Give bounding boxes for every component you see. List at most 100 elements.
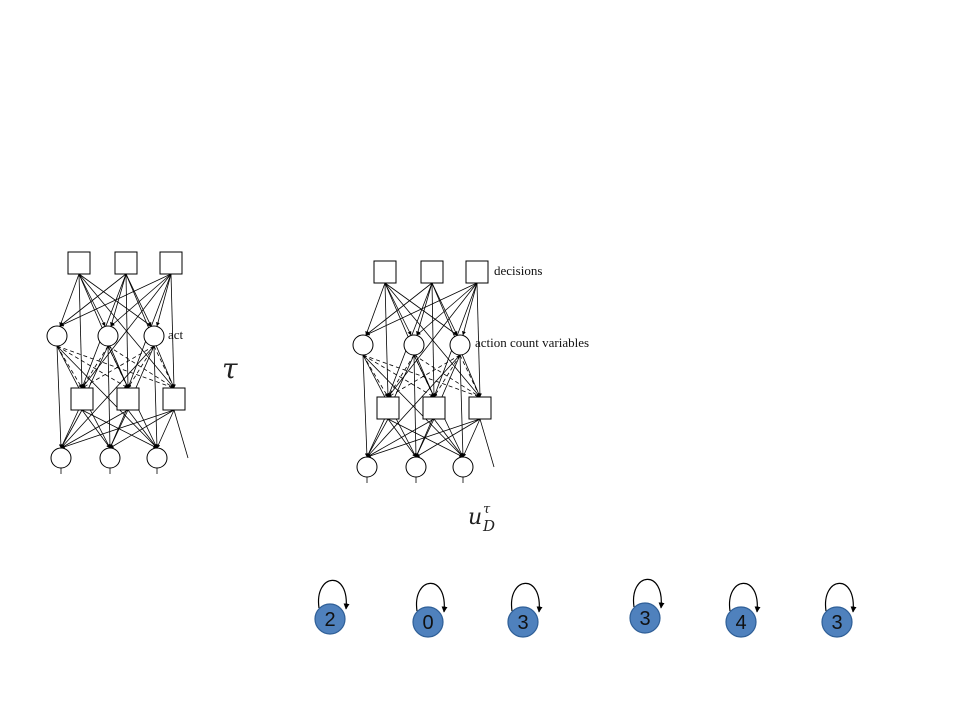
left-edge-low-bot	[60, 409, 175, 449]
right-bottom-circle	[356, 456, 378, 478]
right-edge-mid-low	[433, 354, 461, 398]
left-edge-low-bot	[109, 409, 175, 449]
counter-value: 3	[831, 612, 842, 634]
self-loop-arrow	[824, 582, 857, 613]
self-loop-arrow	[632, 578, 665, 609]
utility-subscript: D	[482, 517, 495, 535]
counter-value: 0	[422, 612, 433, 634]
left-network-nodes	[46, 251, 186, 469]
left-edge-mid-low	[127, 345, 155, 389]
counter-node: 2	[314, 579, 350, 635]
right-edge-low-bot	[462, 418, 481, 458]
right-edge-low-bot	[366, 418, 435, 458]
right-edge-tail	[479, 418, 495, 468]
right-action-circle	[449, 334, 471, 356]
counter-circle	[412, 606, 444, 638]
counter-circle	[507, 606, 539, 638]
label-act: act	[168, 327, 184, 342]
left-edge-mid-low	[107, 345, 175, 389]
right-edge-top-mid	[384, 282, 412, 336]
self-loop-arrow	[317, 579, 350, 610]
right-edge-top-mid	[365, 282, 478, 336]
right-decision-square	[373, 260, 397, 284]
right-edge-top-low	[476, 282, 482, 398]
label-decisions: decisions	[494, 263, 542, 278]
counter-circle	[725, 606, 757, 638]
left-edge-top-low	[81, 273, 172, 389]
left-network: act	[46, 251, 189, 474]
right-lower-square	[468, 396, 492, 420]
right-edge-low-bot	[387, 418, 464, 458]
left-action-circle	[97, 325, 119, 347]
counter-node: 0	[412, 582, 448, 638]
left-edge-low-bot	[60, 409, 129, 449]
counter-value: 4	[735, 612, 746, 634]
utility-superscript: τ	[483, 502, 491, 517]
right-edge-low-bot	[366, 418, 389, 458]
counter-circle	[821, 606, 853, 638]
right-edge-mid-low	[459, 354, 481, 398]
left-bottom-circle	[146, 447, 168, 469]
left-edge-top-mid	[110, 273, 172, 327]
left-edge-mid-low	[153, 345, 175, 389]
left-edge-mid-bot	[56, 345, 63, 449]
left-edge-top-mid	[125, 273, 152, 327]
left-edge-mid-bot	[153, 345, 159, 449]
left-edge-low-bot	[81, 409, 111, 449]
right-edge-low-bot	[415, 418, 481, 458]
left-edge-low-bot	[60, 409, 83, 449]
right-edge-mid-low	[413, 354, 481, 398]
counter-value: 3	[517, 612, 528, 634]
right-network: decisions action count variables	[352, 260, 589, 483]
left-edge-mid-low	[56, 345, 83, 389]
left-lower-square	[70, 387, 94, 411]
left-bottom-circle	[50, 447, 72, 469]
label-action-count-variables: action count variables	[475, 335, 589, 350]
left-decision-square	[159, 251, 183, 275]
right-edge-mid-bot	[366, 354, 461, 458]
self-loop-arrow	[728, 582, 761, 613]
left-edge-top-mid	[78, 273, 106, 327]
left-edge-top-mid	[59, 273, 80, 327]
right-action-circle	[352, 334, 374, 356]
left-edge-top-mid	[110, 273, 127, 327]
right-decision-square	[420, 260, 444, 284]
left-edge-top-mid	[59, 273, 172, 327]
left-action-circle	[143, 325, 165, 347]
left-edge-mid-bot	[107, 345, 112, 449]
right-edge-mid-bot	[413, 354, 418, 458]
left-edge-mid-bot	[60, 345, 155, 449]
counter-node: 3	[629, 578, 665, 634]
left-edge-mid-low	[81, 345, 109, 389]
left-edge-top-mid	[59, 273, 127, 327]
utility-symbol: u τ D	[468, 502, 495, 535]
right-edge-top-low	[384, 282, 390, 398]
right-edge-top-mid	[416, 282, 433, 336]
self-loop-arrow	[415, 582, 448, 613]
left-edge-low-bot	[81, 409, 158, 449]
right-network-edges	[362, 282, 495, 483]
counter-node: 3	[821, 582, 857, 638]
left-edge-tail	[173, 409, 189, 459]
left-edge-top-low	[170, 273, 176, 389]
counter-circle	[629, 602, 661, 634]
left-edge-top-mid	[156, 273, 172, 327]
left-lower-square	[162, 387, 186, 411]
right-edge-mid-low	[387, 354, 415, 398]
right-network-nodes	[352, 260, 492, 478]
right-edge-low-bot	[366, 418, 481, 458]
right-edge-mid-bot	[362, 354, 369, 458]
counter-node: 4	[725, 582, 761, 638]
right-edge-top-mid	[365, 282, 386, 336]
counter-value: 3	[639, 608, 650, 630]
counter-node: 3	[507, 582, 543, 638]
self-loop-arrow	[510, 582, 543, 613]
right-bottom-circle	[405, 456, 427, 478]
right-action-circle	[403, 334, 425, 356]
right-edge-top-mid	[416, 282, 478, 336]
counter-value: 2	[324, 609, 335, 631]
right-edge-mid-bot	[459, 354, 465, 458]
right-decision-square	[465, 260, 489, 284]
right-edge-top-low	[387, 282, 478, 398]
right-edge-top-mid	[431, 282, 458, 336]
